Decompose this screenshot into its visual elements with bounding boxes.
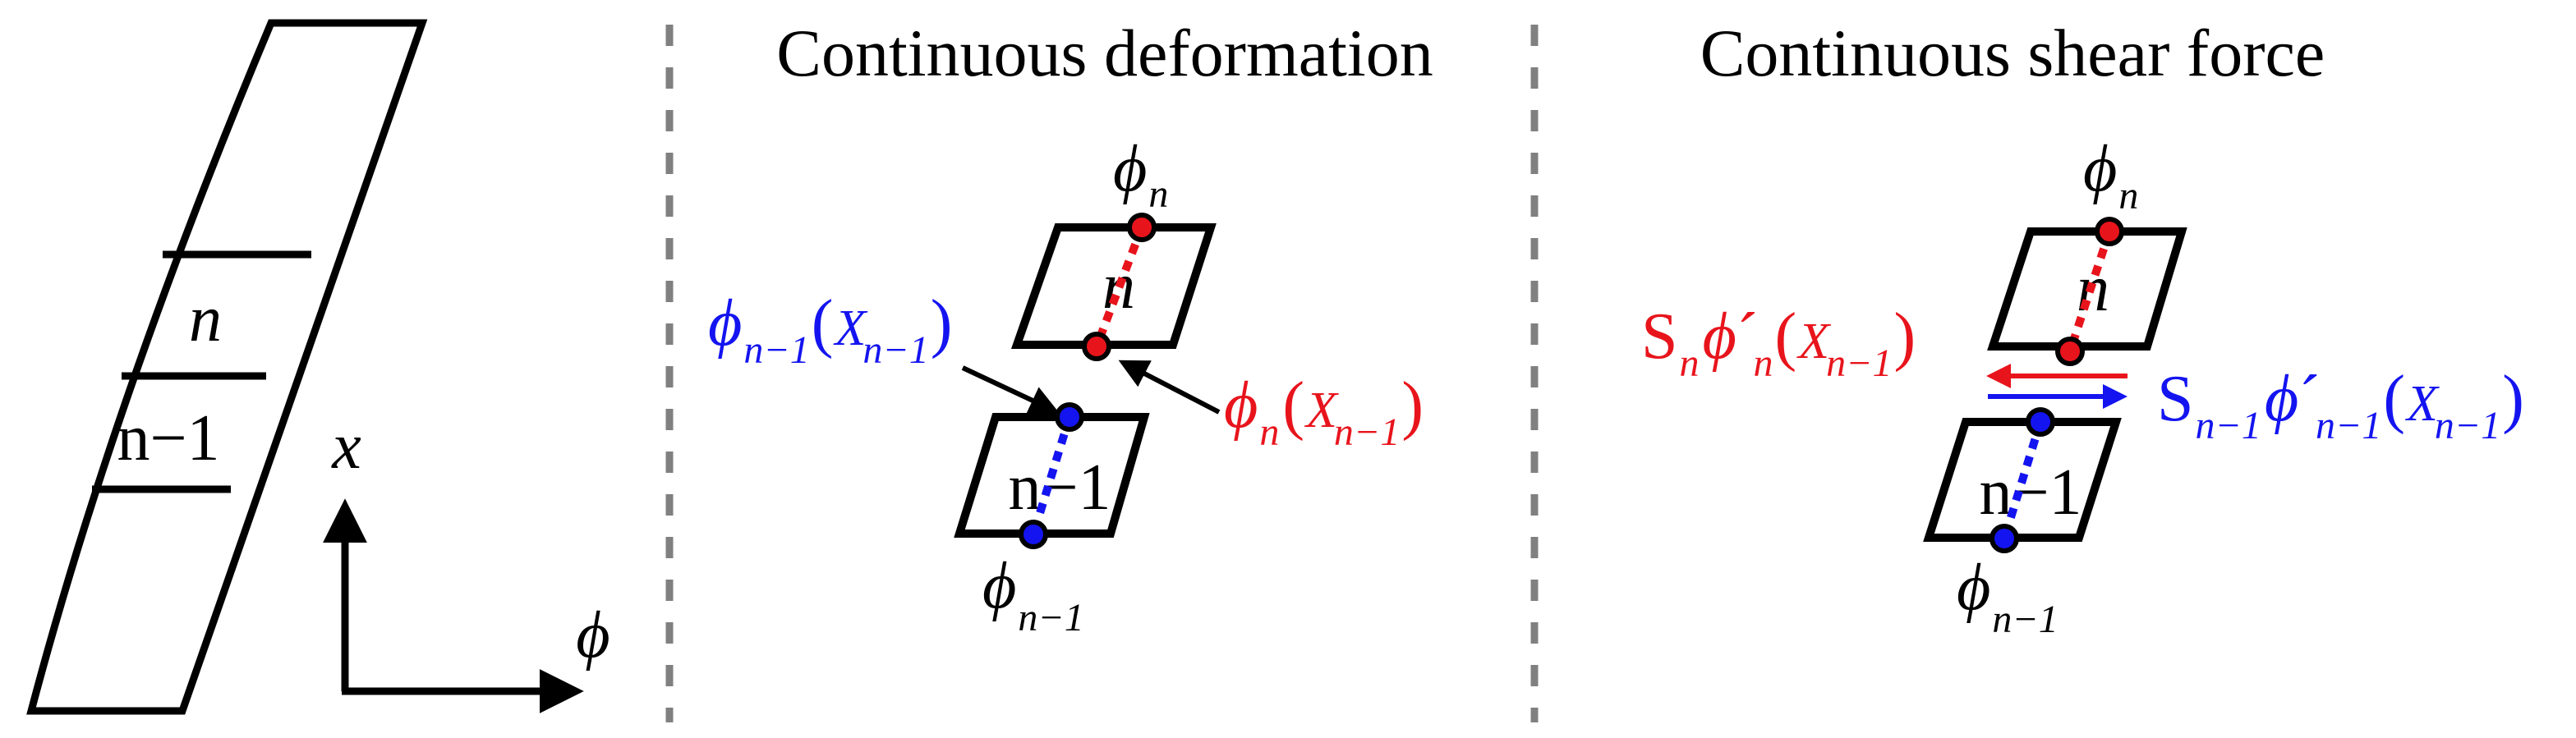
pointer-arrows bbox=[961, 360, 1221, 415]
shear-node-blue-top bbox=[2026, 407, 2055, 437]
shear-element-n-minus-1-label: n−1 bbox=[1979, 456, 2082, 529]
shear-blue-rotation-line bbox=[2000, 420, 2045, 540]
x-axis-label: x bbox=[331, 410, 361, 483]
phi-axis-label: ϕ bbox=[576, 599, 610, 672]
element-n-box bbox=[1010, 223, 1217, 349]
node-red-top bbox=[1127, 213, 1157, 242]
blue-rotation-line bbox=[1029, 415, 1074, 536]
shear-node-blue-bottom bbox=[1990, 524, 2019, 553]
node-red-bottom bbox=[1082, 332, 1111, 361]
label-phi-n-minus-1-bottom: ϕn−1 bbox=[982, 550, 1084, 639]
red-rotation-line bbox=[1092, 226, 1146, 348]
element-n-minus-1-label: n−1 bbox=[1008, 452, 1111, 524]
coordinate-axes bbox=[323, 498, 584, 713]
panel-title-shear: Continuous shear force bbox=[1700, 16, 2325, 90]
node-blue-bottom bbox=[1019, 520, 1048, 549]
label-blue-shear-force: Sn−1ϕ´n−1(Xn−1) bbox=[2157, 363, 2524, 447]
shear-node-dots bbox=[1990, 217, 2124, 553]
shear-label-phi-n-minus-1-bottom: ϕn−1 bbox=[1957, 552, 2058, 641]
label-red-phi-n-of-x: ϕn(Xn−1) bbox=[1224, 369, 1424, 454]
curved-beam bbox=[26, 19, 428, 715]
node-blue-top bbox=[1055, 402, 1084, 432]
label-phi-n-top: ϕn bbox=[1113, 133, 1168, 216]
beam-label-n-minus-1: n−1 bbox=[117, 402, 219, 474]
shear-red-rotation-line bbox=[2066, 230, 2114, 353]
node-dots bbox=[1019, 213, 1157, 549]
shear-node-red-top bbox=[2095, 217, 2124, 246]
label-red-shear-force: Snϕ´n(Xn−1) bbox=[1641, 300, 1916, 385]
arrow-to-blue-node bbox=[961, 365, 1060, 415]
beam-outline bbox=[26, 19, 428, 715]
shear-label-phi-n-top: ϕn bbox=[2083, 133, 2138, 218]
panel-title-deformation: Continuous deformation bbox=[776, 16, 1433, 90]
beam-label-n: n bbox=[189, 283, 222, 355]
shear-node-red-bottom bbox=[2055, 337, 2085, 366]
label-blue-phi-n-minus-1-of-x: ϕn−1(Xn−1) bbox=[708, 287, 952, 372]
arrow-to-red-node bbox=[1118, 360, 1221, 415]
